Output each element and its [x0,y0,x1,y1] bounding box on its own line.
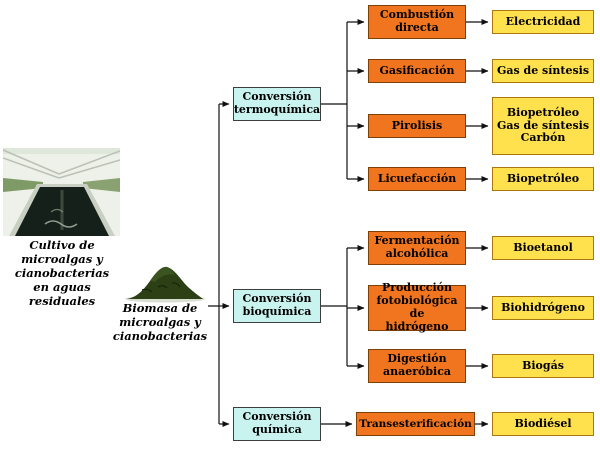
process-box-digestion-anaerobica: Digestión anaeróbica [368,349,466,383]
conversion-box-quimica: Conversión química [233,407,321,441]
process-box-transesterificacion: Transesterificación [356,412,475,436]
process-box-fermentacion-alcoholica: Fermentación alcohólica [368,231,466,265]
product-box-gas-de-sintesis: Gas de síntesis [492,59,594,83]
product-box-biohidrogeno: Biohidrógeno [492,296,594,320]
product-box-bioetanol: Bioetanol [492,236,594,260]
product-box-electricidad: Electricidad [492,10,594,34]
process-box-combustion-directa: Combustión directa [368,5,466,39]
product-box-biodiesel: Biodiésel [492,412,594,436]
process-box-produccion-fotobiologica: Producción fotobiológica de hidrógeno [368,281,466,333]
conversion-box-bioquimica: Conversión bioquímica [233,289,321,323]
raceway-pond-illustration [2,148,121,236]
conversion-box-termoquimica: Conversión termoquímica [233,87,321,121]
product-box-biogas: Biogás [492,354,594,378]
product-box-biopetroleo: Biopetróleo [492,167,594,191]
process-box-licuefaccion: Licuefacción [368,167,466,191]
process-box-gasificacion: Gasificación [368,59,466,83]
biomass-caption: Biomasa de microalgas y cianobacterias [112,301,208,344]
biomass-pile-image [122,257,208,303]
product-box-biopetroleo-gas-carbon: Biopetróleo Gas de síntesis Carbón [492,97,594,155]
cultivation-photo [2,148,121,236]
process-box-pirolisis: Pirolisis [368,114,466,138]
biomass-pile-illustration [125,266,205,303]
cultivation-caption: Cultivo de microalgas y cianobacterias e… [14,238,110,309]
